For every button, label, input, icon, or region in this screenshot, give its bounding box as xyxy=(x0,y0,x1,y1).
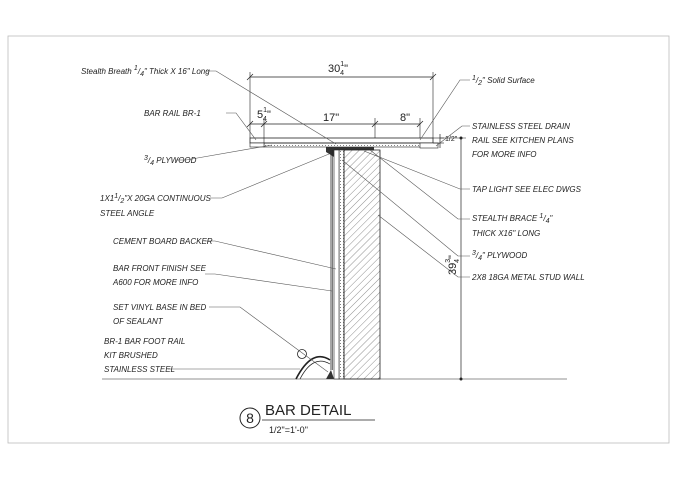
detail-scale: 1/2"=1'-0" xyxy=(269,425,308,435)
dim-center: 17" xyxy=(323,112,339,124)
label-steel-angle-2: STEEL ANGLE xyxy=(100,209,155,218)
label-steel-angle-1: 1X11/2"X 20GA CONTINUOUS xyxy=(100,193,212,205)
label-foot-2: KIT BRUSHED xyxy=(104,351,158,360)
label-plywood-top: 3/4 PLYWOOD xyxy=(144,155,197,167)
cement-board xyxy=(333,149,340,380)
label-tap-light: TAP LIGHT SEE ELEC DWGS xyxy=(472,185,582,194)
vinyl-base xyxy=(326,370,334,379)
leader-bar-rail xyxy=(226,112,257,141)
label-drain-3: FOR MORE INFO xyxy=(472,150,536,159)
leader-cement-board xyxy=(205,240,337,270)
label-brace-2: THICK X16" LONG xyxy=(472,229,540,238)
steel-brace xyxy=(326,147,374,150)
label-bar-rail: BAR RAIL BR-1 xyxy=(144,109,201,118)
sheet-border xyxy=(7,35,670,444)
label-drain-1: STAINLESS STEEL DRAIN xyxy=(472,122,570,131)
solid-surface-top xyxy=(249,137,434,144)
leader-tap-light xyxy=(363,150,470,190)
label-solid-surface: 1/2" Solid Surface xyxy=(472,75,535,87)
foot-rail xyxy=(295,355,331,380)
plywood-subtop xyxy=(263,142,433,148)
label-stud-wall: 2X8 18GA METAL STUD WALL xyxy=(471,273,585,282)
label-stealth-breath: Stealth Breath 1/4" Thick X 16" Long xyxy=(81,65,210,78)
detail-number-bubble xyxy=(239,407,261,429)
label-vinyl-1: SET VINYL BASE IN BED xyxy=(113,303,206,312)
leader-stealth-brace xyxy=(369,149,470,220)
steel-angle xyxy=(326,147,334,157)
dim-right: 8" xyxy=(400,112,410,124)
label-finish-1: BAR FRONT FINISH SEE xyxy=(113,264,207,273)
metal-stud-wall xyxy=(343,149,381,380)
leader-steel-angle xyxy=(210,153,330,199)
leader-bar-front xyxy=(205,273,333,292)
leader-drain-rail xyxy=(435,125,470,147)
leader-stud-wall xyxy=(377,214,470,278)
label-brace-1: STEALTH BRACE 1/4" xyxy=(472,213,553,225)
leader-plywood-top xyxy=(176,144,273,161)
plywood-layer xyxy=(338,149,345,380)
foot-rail-bracket xyxy=(297,349,307,359)
bar-rail-shape xyxy=(249,142,265,148)
drain-rail xyxy=(419,142,439,149)
leader-stealth-breath xyxy=(206,70,337,145)
leader-vinyl-base xyxy=(209,306,329,373)
label-cement-board: CEMENT BOARD BACKER xyxy=(113,237,213,246)
detail-number: 8 xyxy=(246,410,254,426)
label-finish-2: A600 FOR MORE INFO xyxy=(112,278,198,287)
label-vinyl-2: OF SEALANT xyxy=(113,317,164,326)
label-drain-2: RAIL SEE KITCHEN PLANS xyxy=(472,136,574,145)
leader-plywood-wall xyxy=(341,159,470,257)
label-plywood-wall: 3/4" PLYWOOD xyxy=(472,250,527,262)
label-foot-1: BR-1 BAR FOOT RAIL xyxy=(104,337,185,346)
dim-top-thickness: 1/2" xyxy=(445,136,458,143)
detail-title: BAR DETAIL xyxy=(265,402,351,419)
leader-solid-surface xyxy=(419,79,470,141)
label-foot-3: STAINLESS STEEL xyxy=(104,365,175,374)
